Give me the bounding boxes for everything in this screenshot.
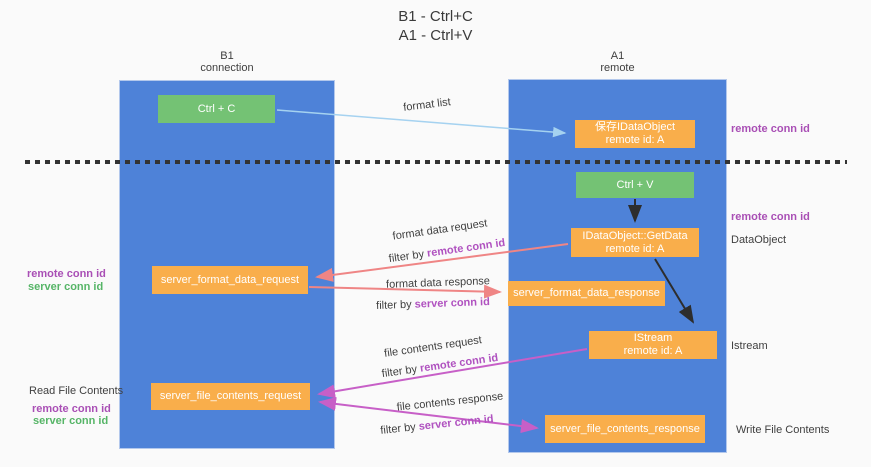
ctrl-c-node: Ctrl + C [158, 95, 275, 123]
file-contents-response-arrow-left-head [318, 396, 429, 416]
right-remote-conn-id-label-top: remote conn id [731, 123, 810, 135]
right-column-role: remote [600, 62, 635, 74]
right-column-name: A1 [610, 50, 625, 62]
left-server-conn-id-label-bottom: server conn id [33, 415, 109, 427]
ctrl-v-node: Ctrl + V [576, 172, 694, 198]
getdata-line1: IDataObject::GetData [582, 229, 688, 242]
session-separator-dashed-line [25, 160, 847, 164]
left-column-name: B1 [220, 50, 234, 62]
title-line-2: A1 - Ctrl+V [398, 27, 473, 44]
left-remote-conn-id-label-top: remote conn id [27, 268, 106, 280]
server-format-data-request-label: server_format_data_request [160, 273, 300, 286]
dataobject-label: DataObject [731, 234, 787, 246]
save-dataobject-line1: 保存IDataObject [594, 121, 676, 133]
server-file-contents-request-node: server_file_contents_request [151, 383, 310, 410]
server-format-data-request-node: server_format_data_request [152, 266, 308, 294]
ctrl-v-label: Ctrl + V [616, 178, 654, 191]
read-file-contents-label: Read File Contents [29, 385, 124, 397]
write-file-contents-label: Write File Contents [736, 424, 830, 436]
ctrl-c-label: Ctrl + C [197, 102, 236, 115]
left-server-conn-id-label-top: server conn id [28, 281, 104, 293]
getdata-to-istream-arrow [654, 258, 695, 324]
left-column-header: B1 connection [119, 50, 335, 74]
getdata-line2: remote id: A [605, 242, 665, 255]
format-list-arrow [276, 109, 567, 138]
getdata-node: IDataObject::GetData remote id: A [571, 228, 699, 257]
format-data-response-arrow [308, 284, 502, 299]
filter-by-text: filter by [375, 298, 415, 312]
right-remote-conn-id-label-mid: remote conn id [731, 211, 810, 223]
istream-line2: remote id: A [623, 345, 683, 357]
save-dataobject-node: 保存IDataObject remote id: A [575, 120, 695, 148]
right-column-header: A1 remote [508, 50, 727, 74]
server-format-data-response-node: server_format_data_response [508, 281, 665, 306]
save-dataobject-line2: remote id: A [605, 134, 665, 146]
format-data-request-arrow [315, 243, 569, 282]
server-format-data-response-label: server_format_data_response [513, 287, 660, 299]
title-line-1: B1 - Ctrl+C [398, 8, 473, 25]
file-contents-request-arrow [317, 348, 588, 399]
left-remote-conn-id-label-bottom: remote conn id [32, 403, 111, 415]
istream-node: IStream remote id: A [589, 331, 717, 359]
file-contents-response-arrow-right-head [427, 414, 539, 434]
istream-line1: IStream [633, 332, 673, 344]
diagram-title: B1 - Ctrl+C A1 - Ctrl+V [0, 7, 871, 45]
server-file-contents-request-label: server_file_contents_request [159, 390, 302, 402]
left-column-role: connection [200, 62, 254, 74]
istream-side-label: Istream [731, 340, 768, 352]
server-file-contents-response-label: server_file_contents_response [550, 422, 700, 435]
server-file-contents-response-node: server_file_contents_response [545, 415, 705, 443]
